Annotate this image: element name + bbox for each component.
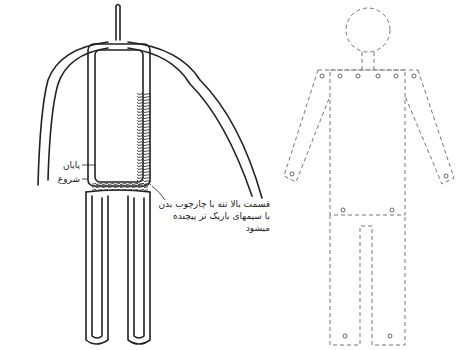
coil-winding: [92, 182, 148, 192]
start-label: شروع: [40, 173, 80, 185]
coil-winding: [137, 92, 151, 186]
callout-note: قسمت بالا تنه با چارچوب بدن با سیمهای با…: [158, 198, 270, 234]
joint-dot: [290, 74, 448, 338]
dashed-figure: [284, 8, 454, 345]
wire-armature: [38, 5, 262, 345]
leader-line: [82, 165, 165, 200]
end-label: پایان: [40, 159, 80, 171]
